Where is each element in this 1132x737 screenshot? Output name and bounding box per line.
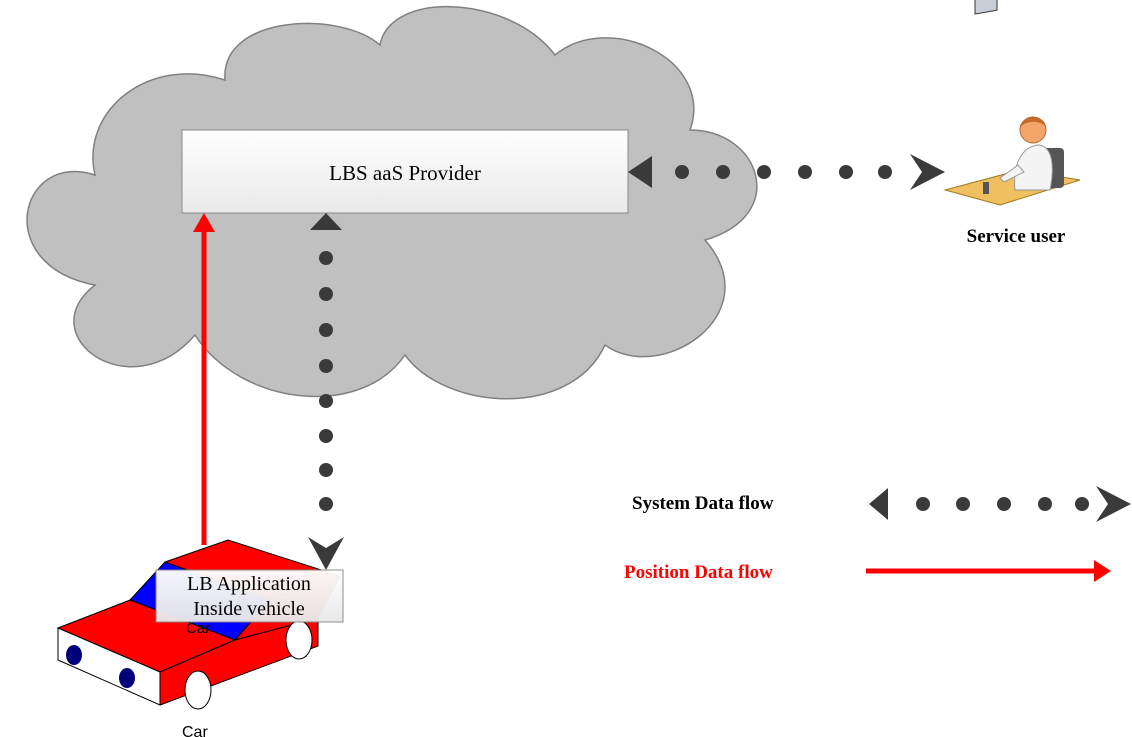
person-at-computer-icon xyxy=(943,0,1081,206)
headlight xyxy=(119,668,135,688)
legend-position-swatch xyxy=(866,560,1111,582)
legend-system-label: System Data flow xyxy=(632,493,774,514)
arrowhead-right xyxy=(1096,486,1131,522)
flow-dot xyxy=(319,429,333,443)
system-flow-provider-app xyxy=(308,213,344,570)
legend-system-swatch xyxy=(869,486,1131,522)
flow-dot xyxy=(956,497,970,511)
flow-dot xyxy=(798,165,812,179)
flow-dot xyxy=(319,497,333,511)
flow-dot xyxy=(675,165,689,179)
vehicle-app-box[interactable]: LB Application Inside vehicle xyxy=(155,569,344,623)
flow-dot xyxy=(319,394,333,408)
flow-dot xyxy=(716,165,730,179)
flow-dot xyxy=(916,497,930,511)
provider-label: LBS aaS Provider xyxy=(329,161,481,185)
arrowhead-down xyxy=(308,537,344,570)
arrowhead-right xyxy=(1094,560,1111,582)
flow-dot xyxy=(878,165,892,179)
arrowhead-left xyxy=(869,488,888,520)
wheel xyxy=(184,670,212,710)
flow-dot xyxy=(319,251,333,265)
system-flow-provider-user xyxy=(628,154,945,190)
provider-box[interactable]: LBS aaS Provider xyxy=(181,129,629,214)
flow-dot xyxy=(757,165,771,179)
flow-dot xyxy=(319,287,333,301)
legend-position-label: Position Data flow xyxy=(624,562,773,583)
flow-dot xyxy=(319,359,333,373)
app-label-line1: LB Application xyxy=(187,573,311,595)
flow-dot xyxy=(319,323,333,337)
car-label: Car xyxy=(182,724,208,737)
arrowhead-up xyxy=(310,213,342,230)
flow-dot xyxy=(997,497,1011,511)
arrowhead-right xyxy=(910,154,945,190)
flow-dot xyxy=(1075,497,1089,511)
wheel xyxy=(285,620,313,660)
position-flow-car-provider xyxy=(193,213,215,545)
app-label-line2: Inside vehicle xyxy=(193,598,305,620)
service-user-label: Service user xyxy=(967,226,1066,247)
legend: System Data flow Position Data flow xyxy=(624,486,1131,583)
headlight xyxy=(66,645,82,665)
arrowhead-left xyxy=(628,156,652,188)
flow-dot xyxy=(1038,497,1052,511)
flow-dot xyxy=(319,463,333,477)
car-hidden-label: Car xyxy=(186,620,210,637)
arrowhead-up xyxy=(193,213,215,232)
flow-dot xyxy=(839,165,853,179)
